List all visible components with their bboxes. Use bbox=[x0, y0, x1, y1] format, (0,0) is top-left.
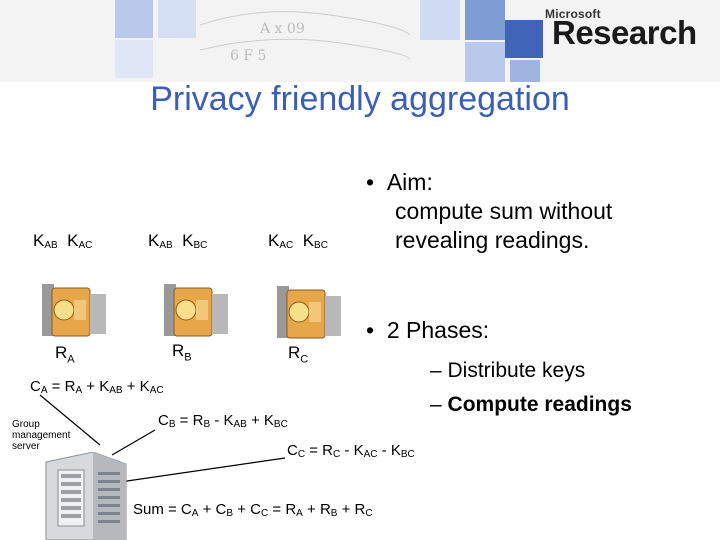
banner-tile bbox=[505, 20, 543, 58]
arrow-ca bbox=[39, 394, 101, 446]
smart-meter-icon bbox=[164, 284, 228, 337]
banner-tile bbox=[158, 0, 196, 38]
banner-tile bbox=[115, 40, 153, 78]
svg-text:A x 09: A x 09 bbox=[259, 21, 305, 37]
smart-meter-icon bbox=[42, 284, 106, 337]
arrow-cb bbox=[111, 429, 156, 456]
brand-large: Research bbox=[552, 14, 697, 51]
bullet-phases: • 2 Phases: bbox=[366, 317, 490, 343]
svg-text:6 F 5: 6 F 5 bbox=[230, 48, 266, 64]
notebook-sketch-icon: A x 09 6 F 5 bbox=[200, 11, 410, 64]
arrow-cc bbox=[119, 457, 286, 483]
phase-1: – Distribute keys bbox=[430, 359, 586, 382]
page-title: Privacy friendly aggregation bbox=[150, 80, 570, 118]
meter-a-keys: KAB KAC bbox=[33, 231, 93, 251]
smart-meter-icon bbox=[277, 286, 341, 339]
equation-cb: CB = RB - KAB + KBC bbox=[158, 412, 288, 430]
equation-cc: CC = RC - KAC - KBC bbox=[287, 442, 415, 460]
equation-sum: Sum = CA + CB + CC = RA + RB + RC bbox=[133, 501, 373, 519]
banner-tile bbox=[510, 60, 540, 82]
banner-tile bbox=[420, 0, 460, 40]
meter-c-reading: RC bbox=[288, 343, 309, 366]
banner-tile bbox=[115, 0, 153, 38]
equation-ca: CA = RA + KAB + KAC bbox=[30, 378, 164, 396]
banner-tile bbox=[465, 42, 505, 82]
header-banner: A x 09 6 F 5 Microsoft Research bbox=[0, 0, 720, 82]
server-icon bbox=[45, 452, 127, 540]
meter-c-keys: KAC KBC bbox=[268, 231, 328, 251]
meter-a-reading: RA bbox=[55, 343, 75, 366]
brand-small: Microsoft bbox=[545, 7, 601, 21]
bullet-aim: • Aim: compute sum without revealing rea… bbox=[366, 169, 613, 253]
meter-b-reading: RB bbox=[172, 341, 192, 364]
server-label: Group management server bbox=[12, 419, 71, 452]
phase-2: – Compute readings bbox=[430, 393, 632, 416]
meter-b-keys: KAB KBC bbox=[148, 231, 208, 251]
banner-tile bbox=[465, 0, 505, 40]
